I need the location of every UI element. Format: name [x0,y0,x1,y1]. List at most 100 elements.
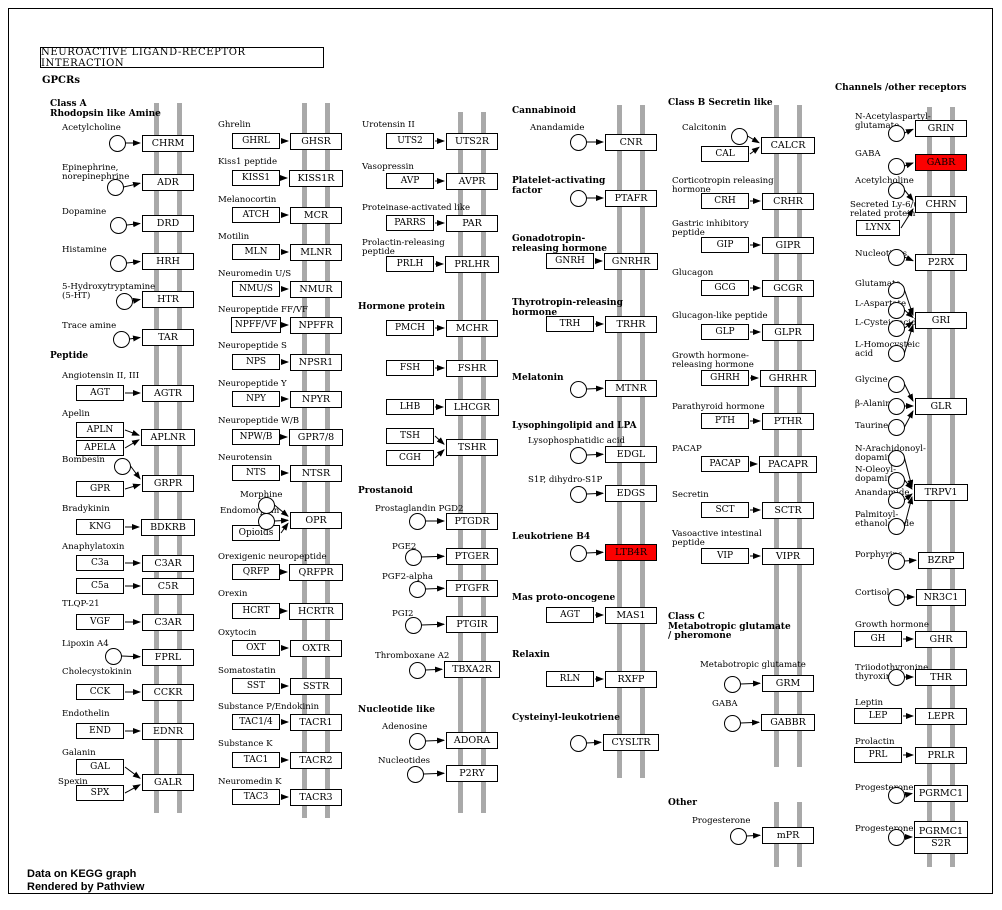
receptor-box-C3AR_2[interactable]: C3AR [142,613,194,631]
ligand-circle[interactable] [257,512,275,530]
ligand-circle[interactable] [887,248,905,266]
receptor-box-GABR[interactable]: GABR [915,153,967,171]
ligand-box-C3a[interactable]: C3a [76,555,124,571]
receptor-box-EDNR[interactable]: EDNR [142,722,194,740]
receptor-box-SCTR[interactable]: SCTR [762,501,814,519]
ligand-box-NPFF-VF[interactable]: NPFF/VF [231,317,281,333]
receptor-box-GCGR[interactable]: GCGR [762,279,814,297]
receptor-box-SSTR[interactable]: SSTR [290,677,342,695]
receptor-box-CHRN[interactable]: CHRN [915,195,967,213]
ligand-box-TAC1-4[interactable]: TAC1/4 [232,714,280,730]
ligand-circle[interactable] [569,189,587,207]
receptor-box-BDKRB[interactable]: BDKRB [141,518,195,536]
receptor-box-GLR[interactable]: GLR [915,397,967,415]
receptor-box-TACR1[interactable]: TACR1 [290,713,342,731]
receptor-box-LTB4R[interactable]: LTB4R [605,543,657,561]
receptor-box-PTGER[interactable]: PTGER [446,547,498,565]
ligand-box-SCT[interactable]: SCT [701,502,749,518]
receptor-box-APLNR[interactable]: APLNR [141,428,195,446]
ligand-box-RLN[interactable]: RLN [546,671,594,687]
receptor-box-GHR[interactable]: GHR [915,630,967,648]
receptor-box-CCKR[interactable]: CCKR [142,683,194,701]
receptor-box-GRM[interactable]: GRM [762,674,814,692]
receptor-box-PTAFR[interactable]: PTAFR [605,189,657,207]
receptor-box-GHRHR[interactable]: GHRHR [760,369,816,387]
receptor-box-PTGFR[interactable]: PTGFR [446,579,498,597]
ligand-box-CGH[interactable]: CGH [386,450,434,466]
receptor-box-UTS2R[interactable]: UTS2R [446,132,498,150]
receptor-box-GRIN[interactable]: GRIN [915,119,967,137]
receptor-box-AVPR[interactable]: AVPR [446,172,498,190]
ligand-box-CAL[interactable]: CAL [701,146,749,162]
ligand-circle[interactable] [887,491,905,509]
receptor-box-PGRMC1[interactable]: PGRMC1 [914,784,968,802]
ligand-circle[interactable] [106,178,124,196]
receptor-box-BZRP[interactable]: BZRP [918,551,964,569]
ligand-circle[interactable] [887,668,905,686]
ligand-box-PARRS[interactable]: PARRS [386,215,434,231]
receptor-box-TACR3[interactable]: TACR3 [290,788,342,806]
ligand-box-NPS[interactable]: NPS [232,354,280,370]
ligand-box-Opioids[interactable]: Opioids [232,525,280,541]
receptor-box-P2RY[interactable]: P2RY [446,764,498,782]
receptor-box-GNRHR[interactable]: GNRHR [604,252,658,270]
receptor-box-GPR78[interactable]: GPR7/8 [289,428,343,446]
ligand-circle[interactable] [109,216,127,234]
receptor-box-TBXA2R[interactable]: TBXA2R [444,660,500,678]
pathway-title-box[interactable]: NEUROACTIVE LIGAND-RECEPTOR INTERACTION [40,47,324,69]
receptor-box-HTR[interactable]: HTR [142,290,194,308]
ligand-circle[interactable] [887,418,905,436]
ligand-circle[interactable] [569,734,587,752]
receptor-box-CHRM[interactable]: CHRM [142,134,194,152]
ligand-box-GLP[interactable]: GLP [701,324,749,340]
ligand-box-VIP[interactable]: VIP [701,548,749,564]
ligand-circle[interactable] [408,512,426,530]
ligand-circle[interactable] [887,344,905,362]
ligand-circle[interactable] [887,319,905,337]
ligand-box-AGT[interactable]: AGT [76,385,124,401]
receptor-box-GABBR[interactable]: GABBR [761,713,815,731]
ligand-circle[interactable] [569,446,587,464]
receptor-box-MCHR[interactable]: MCHR [446,319,498,337]
ligand-circle[interactable] [723,714,741,732]
receptor-box-VIPR[interactable]: VIPR [762,547,814,565]
ligand-box-TRH[interactable]: TRH [546,316,594,332]
receptor-box-mPR[interactable]: mPR [762,826,814,844]
ligand-circle[interactable] [887,517,905,535]
receptor-box-PAR[interactable]: PAR [446,214,498,232]
receptor-box-C3AR[interactable]: C3AR [142,554,194,572]
receptor-box-KISS1R[interactable]: KISS1R [289,169,343,187]
ligand-circle[interactable] [108,134,126,152]
ligand-box-GAL[interactable]: GAL [76,759,124,775]
ligand-circle[interactable] [257,496,275,514]
ligand-box-KNG[interactable]: KNG [76,519,124,535]
ligand-circle[interactable] [730,127,748,145]
ligand-box-PRL[interactable]: PRL [854,747,902,763]
receptor-box-NPFFR[interactable]: NPFFR [290,316,342,334]
ligand-box-GHRL[interactable]: GHRL [232,133,280,149]
ligand-circle[interactable] [404,616,422,634]
ligand-box-GCG[interactable]: GCG [701,280,749,296]
receptor-box-MCR[interactable]: MCR [290,206,342,224]
ligand-box-TAC1[interactable]: TAC1 [232,752,280,768]
ligand-circle[interactable] [887,281,905,299]
receptor-box-CALCR[interactable]: CALCR [761,136,815,154]
ligand-circle[interactable] [887,157,905,175]
ligand-box-LEP[interactable]: LEP [854,708,902,724]
receptor-box-CNR[interactable]: CNR [605,133,657,151]
ligand-box-MLN[interactable]: MLN [232,244,280,260]
ligand-box-GHRH[interactable]: GHRH [701,370,749,386]
ligand-circle[interactable] [109,254,127,272]
receptor-box-P2RX[interactable]: P2RX [915,253,967,271]
ligand-box-NPW-B[interactable]: NPW/B [232,429,280,445]
ligand-box-LHB[interactable]: LHB [386,399,434,415]
ligand-circle[interactable] [723,675,741,693]
receptor-box-GHSR[interactable]: GHSR [290,132,342,150]
ligand-circle[interactable] [887,449,905,467]
receptor-box-LEPR[interactable]: LEPR [915,707,967,725]
ligand-box-UTS2[interactable]: UTS2 [386,133,434,149]
ligand-circle[interactable] [112,330,130,348]
receptor-box-PTGIR[interactable]: PTGIR [446,615,498,633]
receptor-box-FSHR[interactable]: FSHR [446,359,498,377]
ligand-circle[interactable] [887,588,905,606]
